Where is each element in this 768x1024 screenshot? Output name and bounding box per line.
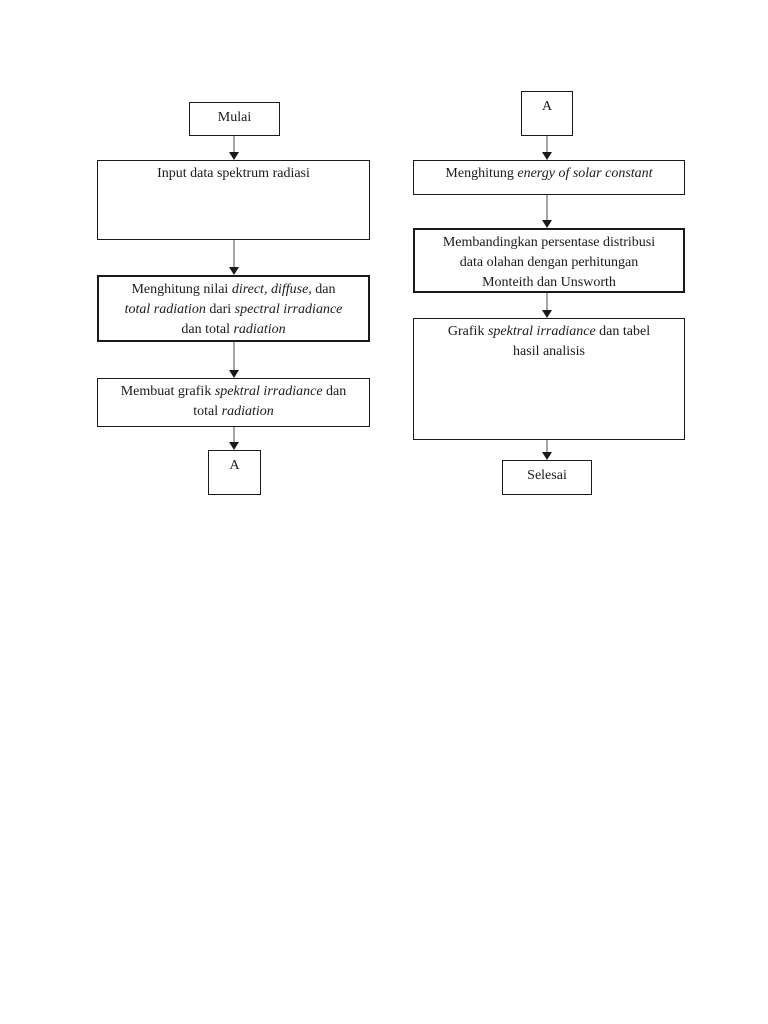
arrowhead-down-icon [541,220,552,228]
terminator-mulai-label: Mulai [217,110,252,125]
text-line: dan total radiation [181,322,286,337]
terminator-selesai: Selesai [502,460,592,495]
process-input-data: Input data spektrum radiasi [97,160,370,240]
terminator-mulai: Mulai [189,102,280,136]
connector-a-right-label: A [541,99,553,114]
arrow-line [233,427,234,444]
text-line: Grafik spektral irradiance dan tabel [447,324,651,339]
arrow-input-to-menghitung [228,240,239,275]
arrowhead-down-icon [541,152,552,160]
process-menghitung-nilai: Menghitung nilai direct, diffuse, dan tot… [97,275,370,342]
arrowhead-down-icon [228,267,239,275]
arrowhead-down-icon [228,152,239,160]
process-menghitung-energy: Menghitung energy of solar constant [413,160,685,195]
arrow-energy-to-membandingkan [541,195,552,228]
connector-a-right: A [521,91,573,136]
text-line: Menghitung nilai direct, diffuse, dan [131,282,336,297]
arrow-line [546,293,547,312]
arrow-line [233,136,234,154]
arrowhead-down-icon [541,310,552,318]
process-grafik-tabel: Grafik spektral irradiance dan tabel hasi… [413,318,685,440]
text-line: total radiation [193,404,274,419]
process-membandingkan: Membandingkan persentase distribusi data … [413,228,685,293]
arrow-membuat-to-connector [228,427,239,450]
connector-a-left-label: A [229,458,240,473]
terminator-selesai-label: Selesai [527,468,567,483]
arrow-line [233,342,234,372]
arrow-connector-to-energy [541,136,552,160]
arrow-mulai-to-input [228,136,239,160]
connector-a-left: A [208,450,261,495]
arrow-line [546,440,547,454]
text-line: Menghitung energy of solar constant [445,166,653,181]
arrow-membandingkan-to-grafik [541,293,552,318]
arrow-menghitung-to-membuat [228,342,239,378]
text-line: Monteith dan Unsworth [482,275,616,290]
process-membuat-grafik: Membuat grafik spektral irradiance dan to… [97,378,370,427]
text-line: Membandingkan persentase distribusi [442,235,656,250]
text-line: Membuat grafik spektral irradiance dan [120,384,347,399]
arrowhead-down-icon [228,442,239,450]
arrow-line [233,240,234,269]
arrow-grafik-to-selesai [541,440,552,460]
arrow-line [546,136,547,154]
arrowhead-down-icon [228,370,239,378]
text-line: Input data spektrum radiasi [157,166,310,181]
text-line: total radiation dari spectral irradiance [124,302,343,317]
arrowhead-down-icon [541,452,552,460]
arrow-line [546,195,547,222]
text-line: hasil analisis [513,344,585,359]
text-line: data olahan dengan perhitungan [459,255,639,270]
